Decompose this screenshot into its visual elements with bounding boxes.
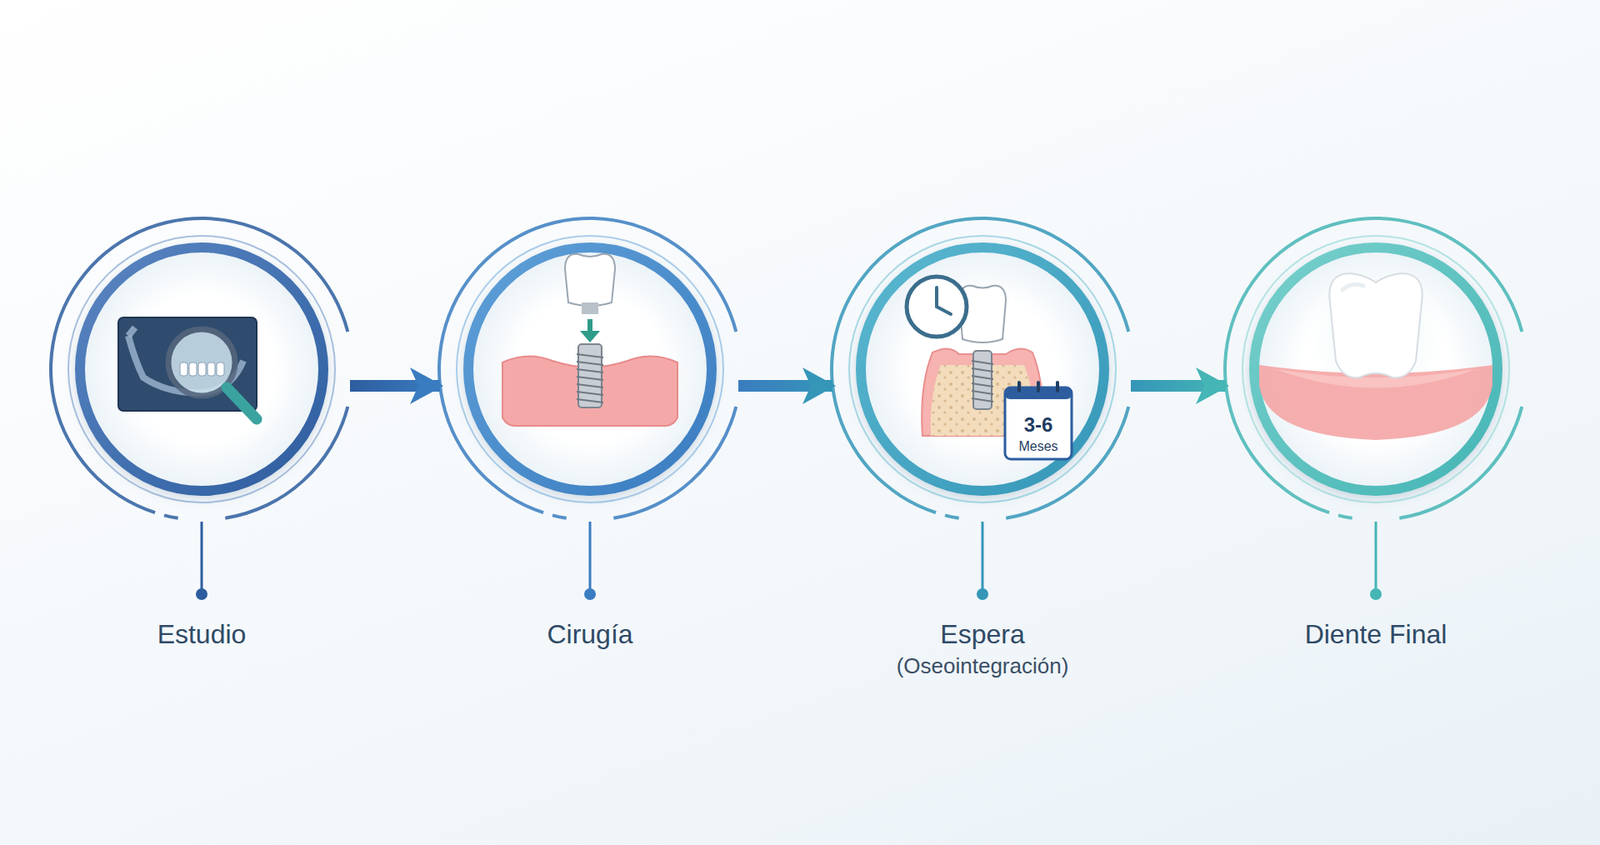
step-circle: Estudio <box>48 215 355 523</box>
step-illustration <box>1222 215 1530 623</box>
step-arrow <box>1130 380 1226 392</box>
step-illustration <box>48 215 355 623</box>
step-circle: Diente Final <box>1222 215 1530 523</box>
step-illustration <box>829 215 1136 623</box>
step-icon <box>906 276 1072 460</box>
step-illustration <box>436 215 744 623</box>
step-caption: Diente Final <box>1214 619 1538 650</box>
step-title: Diente Final <box>1214 619 1538 650</box>
step-caption: Cirugía <box>428 619 752 650</box>
step-caption: Espera (Oseointegración) <box>820 619 1145 680</box>
step-title: Estudio <box>40 619 364 650</box>
step-subtitle: (Oseointegración) <box>820 653 1145 680</box>
step-title: Espera <box>820 619 1145 650</box>
step-arrow <box>738 380 833 392</box>
step-icon <box>118 317 257 420</box>
step-icon <box>1259 260 1493 440</box>
step-circle: Cirugía <box>436 215 744 523</box>
step-icon <box>502 254 678 426</box>
step-circle: Espera(Oseointegración) <box>829 215 1136 523</box>
step-caption: Estudio <box>40 619 364 650</box>
step-arrow <box>350 380 440 392</box>
step-title: Cirugía <box>428 619 752 650</box>
